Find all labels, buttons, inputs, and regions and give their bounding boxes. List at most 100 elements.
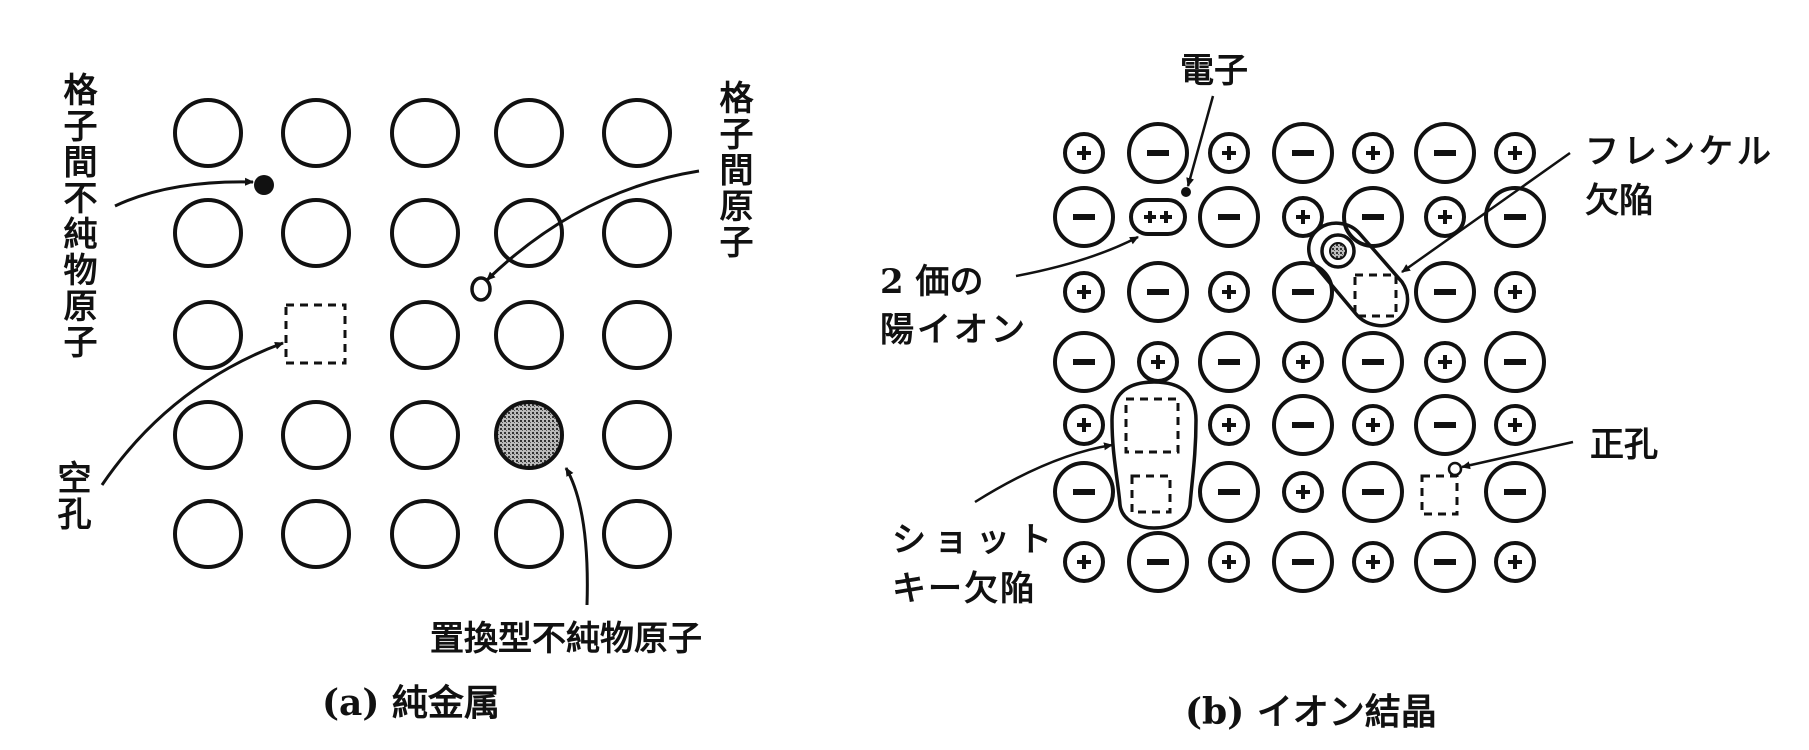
label-interstitial-atom: 格子間原子 (713, 80, 753, 260)
anion (1053, 461, 1115, 523)
cation (1494, 404, 1536, 446)
vacancy-site (284, 303, 347, 365)
arrow-schottky (974, 442, 1113, 504)
metal-atom (494, 300, 564, 370)
interstitial-impurity-atom (254, 175, 274, 195)
anion (1484, 186, 1546, 248)
metal-atom (390, 300, 460, 370)
metal-atom (494, 198, 564, 268)
metal-atom (281, 400, 351, 470)
anion (1414, 122, 1476, 184)
cation (1352, 541, 1394, 583)
hole-vacancy (1420, 474, 1459, 516)
metal-atom (494, 98, 564, 168)
anion (1127, 531, 1189, 593)
arrow-interstitial-atom (485, 169, 700, 282)
anion (1127, 122, 1189, 184)
metal-atom (494, 499, 564, 569)
metal-atom (602, 300, 672, 370)
anion (1484, 461, 1546, 523)
pure-metal-lattice (173, 98, 672, 569)
metal-atom (390, 400, 460, 470)
cation (1208, 132, 1250, 174)
arrow-interstitial-impurity (114, 177, 254, 208)
substitutional-impurity-atom (494, 400, 564, 470)
caption-a: (a) 純金属 (322, 682, 500, 724)
label-substitutional-impurity: 置換型不純物原子 (430, 619, 702, 659)
anion (1414, 394, 1476, 456)
metal-atom (173, 198, 243, 268)
cation (1063, 541, 1105, 583)
label-interstitial-impurity: 格子間不純物原子 (57, 72, 97, 360)
cation (1063, 271, 1105, 313)
metal-atom (602, 400, 672, 470)
metal-atom (173, 400, 243, 470)
metal-atom (390, 98, 460, 168)
metal-atom (173, 499, 243, 569)
anion (1198, 461, 1260, 523)
metal-atom (602, 198, 672, 268)
anion (1272, 261, 1334, 323)
anion (1272, 394, 1334, 456)
divalent-cation (1129, 198, 1187, 236)
anion (1272, 531, 1334, 593)
anion (1272, 122, 1334, 184)
schottky-vacancy-cation (1130, 474, 1172, 514)
cation (1494, 132, 1536, 174)
metal-atom (281, 98, 351, 168)
cation (1282, 341, 1324, 383)
metal-atom (390, 198, 460, 268)
cation (1352, 404, 1394, 446)
metal-atom (602, 98, 672, 168)
anion (1198, 186, 1260, 248)
schottky-defect-outline (1110, 380, 1198, 530)
cation (1063, 404, 1105, 446)
anion (1127, 261, 1189, 323)
metal-atom (173, 300, 243, 370)
frenkel-defect-outline (1307, 221, 1410, 328)
cation (1208, 541, 1250, 583)
cation (1282, 196, 1324, 238)
anion (1053, 186, 1115, 248)
label-schottky-2: キー欠陥 (892, 569, 1036, 609)
label-divalent-2: 陽イオン (880, 310, 1028, 350)
arrow-substitutional (564, 467, 589, 606)
caption-b: (b) イオン結晶 (1185, 691, 1437, 733)
anion (1342, 461, 1404, 523)
cation (1208, 271, 1250, 313)
hole (1447, 461, 1463, 477)
anion (1414, 261, 1476, 323)
arrow-vacancy (100, 341, 284, 486)
frenkel-interstitial-ion-core (1329, 242, 1347, 260)
arrow-hole (1461, 440, 1574, 470)
label-vacancy: 空孔 (51, 460, 91, 532)
label-divalent-1: 2 価の (880, 262, 984, 302)
cation (1282, 471, 1324, 513)
anion (1342, 186, 1404, 248)
metal-atom (281, 499, 351, 569)
label-frenkel-1: フレンケル (1585, 132, 1775, 172)
electron (1181, 187, 1191, 197)
interstitial-atom (470, 276, 492, 302)
metal-atom (281, 198, 351, 268)
label-frenkel-2: 欠陥 (1585, 181, 1653, 221)
cation (1208, 404, 1250, 446)
cation (1352, 132, 1394, 174)
schottky-vacancy-anion (1124, 397, 1180, 454)
metal-atom (390, 499, 460, 569)
arrow-electron (1186, 95, 1215, 187)
cation (1494, 541, 1536, 583)
ionic-crystal-lattice (1053, 122, 1546, 593)
metal-atom (173, 98, 243, 168)
anion (1053, 331, 1115, 393)
anion (1342, 331, 1404, 393)
label-electron: 電子 (1180, 51, 1248, 91)
arrow-divalent-ion (1015, 235, 1139, 278)
anion (1198, 331, 1260, 393)
label-hole: 正孔 (1590, 425, 1658, 465)
metal-atom (602, 499, 672, 569)
cation (1494, 271, 1536, 313)
cation (1424, 196, 1466, 238)
arrow-frenkel (1401, 151, 1571, 274)
